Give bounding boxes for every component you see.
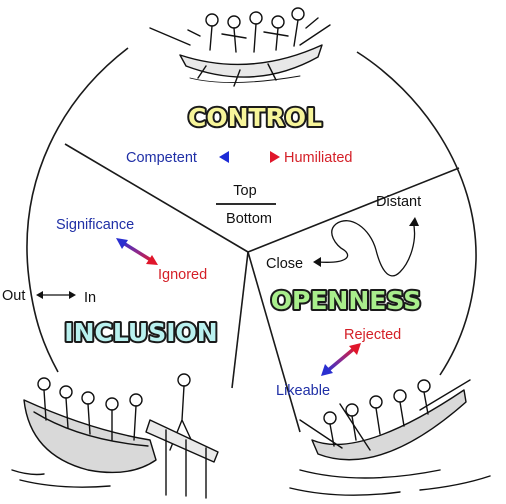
arrowhead-rejected-red xyxy=(349,343,361,355)
arrowhead-distant xyxy=(409,217,419,226)
control-competent-label: Competent xyxy=(126,150,197,166)
likeable-rejected-arrow xyxy=(324,345,358,374)
arrowhead-likeable-blue xyxy=(321,364,333,376)
inclusion-ignored-label: Ignored xyxy=(158,267,207,283)
inclusion-out-label: Out xyxy=(2,288,25,304)
openness-close-label: Close xyxy=(266,256,303,272)
rowboat-crew-sketch-icon xyxy=(149,7,331,87)
inclusion-significance-label: Significance xyxy=(56,217,134,233)
divider-upper-left xyxy=(64,143,249,253)
divider-lower-right xyxy=(247,251,301,433)
title-openness: OPENNESS xyxy=(271,286,421,315)
control-top-label: Top xyxy=(233,183,256,199)
circle-arc-left xyxy=(26,47,129,373)
rowboat-paddlers-sketch-icon xyxy=(289,379,491,496)
arrowhead-left-blue xyxy=(219,151,229,163)
circle-arc-right xyxy=(356,51,477,376)
openness-likeable-label: Likeable xyxy=(276,383,330,399)
openness-distant-label: Distant xyxy=(376,194,421,210)
significance-ignored-arrow xyxy=(119,239,155,264)
wheel-outline xyxy=(26,47,477,433)
title-control: CONTROL xyxy=(188,103,322,132)
control-bottom-label: Bottom xyxy=(226,211,272,227)
distant-close-curve xyxy=(317,220,416,277)
inclusion-in-label: In xyxy=(84,290,96,306)
divider-upper-right xyxy=(247,167,460,253)
arrowhead-sig-blue xyxy=(116,238,128,249)
openness-rejected-label: Rejected xyxy=(344,327,401,343)
arrowhead-ignored-red xyxy=(146,255,158,265)
arrowhead-out xyxy=(36,291,43,299)
control-humiliated-label: Humiliated xyxy=(284,150,353,166)
title-inclusion: INCLUSION xyxy=(64,318,217,347)
arrowhead-right-red xyxy=(270,151,280,163)
divider-lower xyxy=(231,251,249,389)
boat-at-dock-sketch-icon xyxy=(11,373,219,499)
arrowhead-close xyxy=(313,257,321,267)
arrowhead-in xyxy=(69,291,76,299)
